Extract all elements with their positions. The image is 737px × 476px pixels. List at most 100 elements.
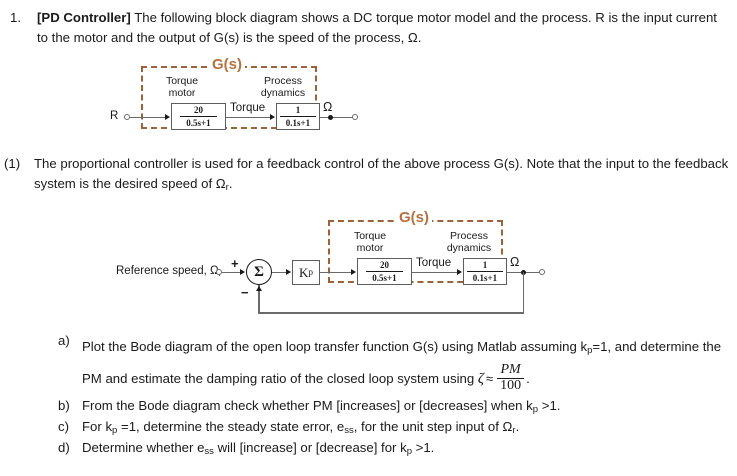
subquestion-d-marker: d) [58, 440, 70, 455]
output-terminal-2 [539, 269, 545, 275]
subquestion-d-sub1: ss [204, 446, 214, 458]
reference-speed-text: Reference speed, Ω [116, 265, 219, 277]
subquestion-a-text: Plot the Bode diagram of the open loop t… [82, 331, 734, 395]
block-diagram-closed-loop: G(s) Reference speed, Ωr + − Σ Kp Torque… [116, 209, 545, 314]
question-1: 1. [PD Controller] The following block d… [10, 8, 724, 48]
process-denominator-2: 0.1s+1 [466, 271, 504, 283]
subquestion-a-marker: a) [58, 333, 70, 348]
wire-reference-in [222, 271, 243, 274]
question-1-number: 1. [10, 10, 21, 25]
subquestion-b: b) From the Bode diagram check whether P… [58, 396, 734, 416]
torque-signal-label-1: Torque [230, 102, 266, 114]
output-terminal-1 [352, 114, 358, 120]
input-label-r: R [110, 110, 119, 122]
subquestion-b-part2: >1. [538, 398, 561, 413]
subquestion-d-part3: >1. [411, 440, 435, 455]
arrow-into-gain [286, 268, 291, 275]
torque-motor-denominator-2: 0.5s+1 [366, 271, 403, 283]
wire-input-1 [130, 116, 166, 119]
wire-gain-to-motor [320, 271, 354, 274]
torque-motor-block-1: 20 0.5s+1 [171, 103, 226, 130]
subquestion-c-sub3: r [512, 425, 516, 437]
wire-output-1 [320, 116, 353, 119]
subquestion-c-sub1: p [112, 425, 118, 437]
process-numerator-1: 1 [295, 105, 301, 115]
process-dynamics-block-1: 1 0.1s+1 [276, 103, 320, 130]
arrow-into-process-1 [270, 113, 275, 120]
subquestion-a-sub1: p [587, 345, 593, 357]
question-1-text: [PD Controller] The following block diag… [37, 8, 723, 48]
sigma-symbol: Σ [254, 263, 264, 280]
wire-feedback-right-vertical [522, 271, 525, 314]
part-1-end: . [228, 176, 233, 191]
arrow-into-torque-motor-2 [351, 268, 356, 275]
input-terminal-1 [124, 114, 130, 120]
subquestion-b-text: From the Bode diagram check whether PM [… [82, 396, 560, 416]
subquestion-a-part2: =1, and determine the PM and estimate th… [82, 339, 722, 386]
minus-sign: − [241, 285, 249, 300]
arrow-into-torque-motor-1 [165, 113, 170, 120]
fraction-numerator: PM [500, 362, 521, 378]
subquestion-b-sub1: p [532, 404, 539, 416]
process-numerator-2: 1 [482, 260, 488, 270]
process-dynamics-label-1: Process dynamics [260, 75, 306, 99]
arrow-into-sum [240, 268, 245, 275]
subquestion-b-part1: From the Bode diagram check whether PM [… [82, 398, 533, 413]
wire-sum-to-gain [272, 271, 290, 274]
subquestion-a: a) Plot the Bode diagram of the open loo… [58, 331, 734, 395]
subquestion-c-text: For kp =1, determine the steady state er… [82, 417, 519, 437]
reference-speed-label: Reference speed, Ωr [116, 265, 221, 277]
subquestion-c-sub2: ss [344, 425, 354, 437]
wire-torque-1 [226, 116, 273, 119]
subquestion-d-part1: Determine whether e [82, 440, 205, 455]
question-1-tag: [PD Controller] [37, 10, 131, 25]
subquestion-c: c) For kp =1, determine the steady state… [58, 417, 734, 437]
torque-signal-label-2: Torque [416, 257, 452, 269]
torque-motor-label-2: Torque motor [353, 230, 387, 254]
process-dynamics-block-2: 1 0.1s+1 [463, 258, 507, 285]
wire-feedback-bottom [258, 312, 524, 314]
part-1-body: The proportional controller is used for … [34, 156, 729, 191]
zeta-symbol: ζ [477, 371, 484, 387]
torque-motor-label-1: Torque motor [165, 75, 199, 99]
wire-torque-2 [412, 271, 460, 274]
subquestion-d-part2: will [increase] or [decrease] for k [213, 440, 407, 455]
process-denominator-1: 0.1s+1 [279, 116, 317, 128]
plus-sign: + [231, 256, 239, 271]
torque-motor-block-2: 20 0.5s+1 [357, 258, 412, 285]
question-1-body: The following block diagram shows a DC t… [37, 10, 717, 45]
process-dynamics-label-2: Process dynamics [446, 230, 492, 254]
part-1-marker: (1) [4, 156, 21, 171]
torque-motor-numerator-1: 20 [194, 105, 203, 115]
output-label-omega-1: Ω [323, 100, 333, 114]
input-terminal-2 [216, 269, 222, 275]
block-diagram-open-loop: G(s) R Torque motor 20 0.5s+1 Torque Pro… [0, 0, 737, 150]
gs-label-2: G(s) [396, 209, 432, 226]
gain-label: K [298, 264, 309, 280]
subquestion-c-marker: c) [58, 419, 69, 434]
part-1-subscript: r [225, 182, 229, 194]
subquestion-a-part1: Plot the Bode diagram of the open loop t… [82, 339, 588, 354]
subquestion-d-text: Determine whether ess will [increase] or… [82, 438, 434, 458]
torque-motor-numerator-2: 20 [380, 260, 389, 270]
subquestion-c-part2: =1, determine the steady state error, e [117, 419, 345, 434]
subquestion-c-part1: For k [82, 419, 113, 434]
subquestion-a-end: . [526, 371, 530, 386]
output-label-omega-2: Ω [510, 255, 520, 269]
summing-junction: Σ [246, 259, 272, 285]
gs-label-1: G(s) [209, 56, 245, 73]
fraction-denominator: 100 [497, 378, 525, 394]
subquestion-d-sub2: p [406, 446, 412, 458]
part-1-text: The proportional controller is used for … [34, 154, 730, 194]
subquestion-c-end: . [515, 419, 520, 434]
subquestion-b-marker: b) [58, 398, 70, 413]
approx-symbol: ≈ [485, 371, 494, 386]
wire-feedback-left-vertical [258, 285, 260, 313]
torque-motor-denominator-1: 0.5s+1 [180, 116, 217, 128]
arrow-into-process-2 [457, 268, 462, 275]
output-node-dot-1 [328, 114, 333, 120]
subquestion-d: d) Determine whether ess will [increase]… [58, 438, 734, 458]
part-1: (1) The proportional controller is used … [4, 154, 730, 194]
